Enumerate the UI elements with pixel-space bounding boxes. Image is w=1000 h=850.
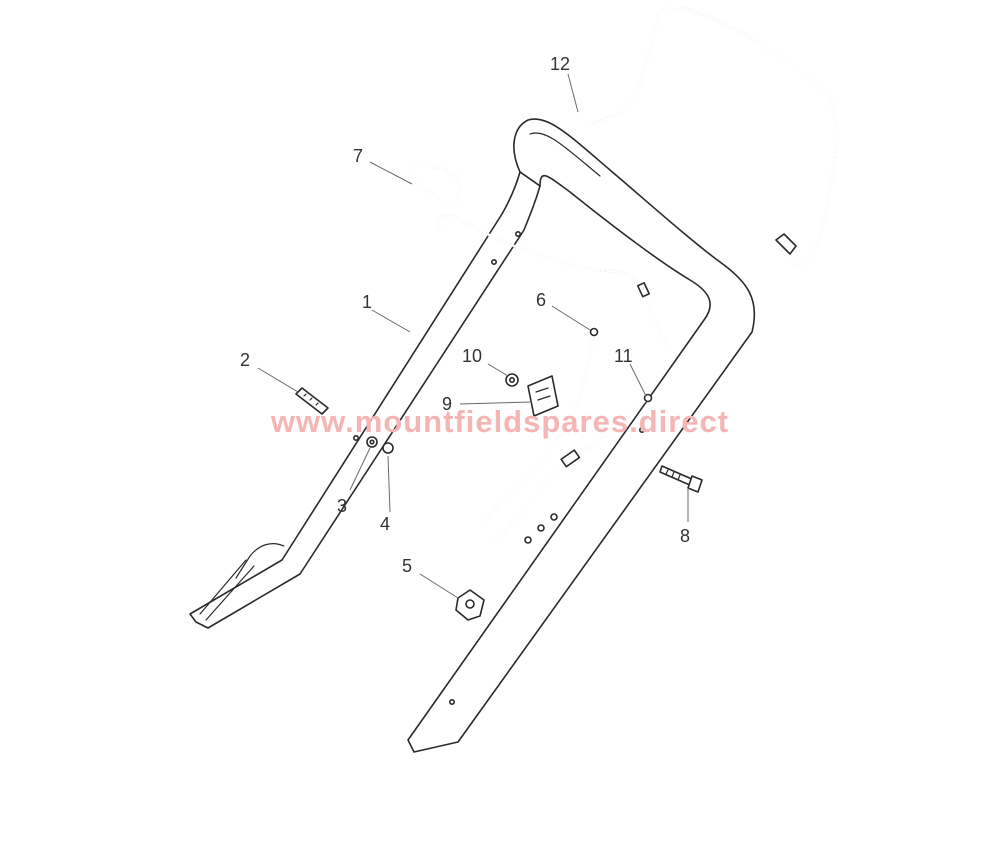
- part-4-nut: [382, 442, 394, 454]
- leader-lines: [257, 73, 689, 599]
- leader-1: [371, 309, 411, 333]
- callout-2: 2: [240, 350, 250, 370]
- part-12-bail-bar: [576, 5, 838, 266]
- leader-11: [629, 363, 647, 397]
- callout-9: 9: [442, 394, 452, 414]
- watermark-text: www.mountfieldspares.direct: [270, 404, 729, 439]
- leader-7: [369, 161, 413, 185]
- part-7-cable-guide: [407, 165, 670, 348]
- handle-right-tube: [407, 118, 756, 753]
- callout-8: 8: [680, 526, 690, 546]
- leader-2: [257, 367, 299, 393]
- callout-labels: 1 2 3 4 5 6 7 8 9 10 11 12: [240, 54, 690, 576]
- callout-11: 11: [614, 346, 633, 366]
- part-9-cable-clip: [527, 375, 559, 417]
- leader-6: [551, 305, 591, 331]
- part-11-control-cable: [494, 393, 653, 544]
- leader-4: [387, 455, 391, 513]
- part-2-screw: [295, 387, 329, 415]
- leader-10: [487, 363, 509, 377]
- leader-5: [419, 573, 459, 599]
- callout-3: 3: [337, 496, 347, 516]
- callout-5: 5: [402, 556, 412, 576]
- part-5-clamp: [455, 589, 485, 621]
- callout-6: 6: [536, 290, 546, 310]
- callout-1: 1: [362, 292, 372, 312]
- part-8-bolt: [659, 465, 703, 493]
- callout-4: 4: [380, 514, 390, 534]
- leader-9: [459, 401, 533, 405]
- callout-10: 10: [462, 346, 482, 366]
- callout-7: 7: [353, 146, 363, 166]
- leader-12: [567, 73, 579, 113]
- part-10-nut: [505, 373, 519, 387]
- leader-3: [349, 447, 371, 491]
- callout-12: 12: [550, 54, 570, 74]
- part-6-control-cable: [484, 327, 599, 522]
- part-1-left-lower-handle: [189, 171, 541, 629]
- part-3-washer: [366, 436, 378, 448]
